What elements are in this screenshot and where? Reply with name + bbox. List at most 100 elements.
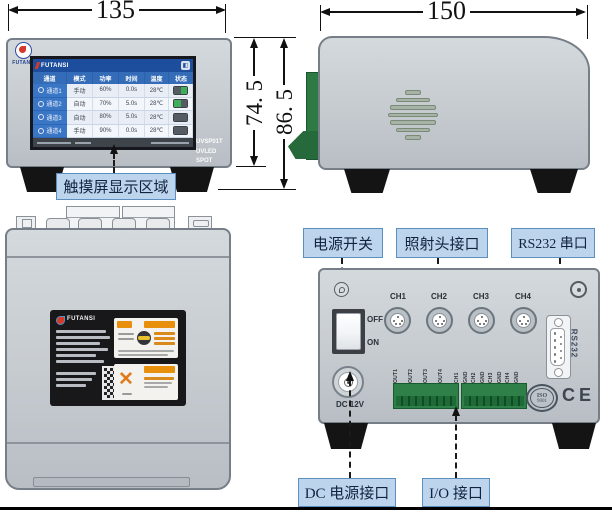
col-header-temp: 温度	[145, 72, 169, 84]
label-brand: FUTANSI	[67, 316, 96, 322]
callout-arrowhead-icon	[346, 371, 354, 381]
screen-row-3: 通道3 自动 80% 5.0s 28℃	[33, 111, 193, 125]
toggle-icon	[173, 99, 188, 109]
power-cell: 70%	[93, 97, 119, 111]
link-icon	[38, 100, 45, 107]
temp-cell: 28℃	[145, 124, 169, 138]
callout-arrowhead-icon	[452, 406, 460, 416]
vent-slat	[405, 90, 421, 95]
power-cell: 60%	[93, 84, 119, 98]
ch1-label: CH1	[389, 292, 406, 301]
screen-row-2: 通道2 自动 70% 5.0s 28℃	[33, 97, 193, 111]
sticker-text-line	[154, 337, 175, 340]
ext-line	[8, 4, 10, 31]
brand-logo-icon	[15, 42, 32, 59]
screen-status-bar	[33, 138, 193, 147]
dim-arrow-icon	[250, 38, 258, 48]
head-connector-ch2	[426, 307, 453, 334]
mode-cell: 手动	[67, 84, 93, 98]
label-text-line	[56, 372, 96, 375]
mode-cell: 自动	[67, 111, 93, 125]
io-pin-labels: OUT1 OUT2 OUT3 OUT4 CH1 GND CH2 GND CH3 …	[393, 356, 527, 383]
pin-out1: OUT1	[393, 368, 399, 383]
callout-arrow-line	[113, 153, 115, 173]
figure-bottom-rule	[0, 507, 612, 510]
link-icon	[38, 114, 45, 121]
pin-gnd: GND	[480, 371, 486, 383]
callout-arrowhead-icon	[110, 144, 118, 154]
callout-arrow-line	[349, 380, 351, 478]
power-cell: 80%	[93, 111, 119, 125]
status-cell	[169, 124, 193, 138]
switch-off-label: OFF	[367, 315, 383, 324]
time-cell: 0.0s	[119, 84, 145, 98]
label-logo-icon	[56, 316, 65, 325]
ch2-label: CH2	[430, 292, 447, 301]
switch-on-label: ON	[367, 338, 379, 347]
screw-icon	[334, 282, 349, 297]
ch4-label: CH4	[514, 292, 531, 301]
status-text-line	[75, 141, 91, 144]
label-text-line	[56, 330, 106, 333]
sticker-header-bar	[144, 321, 175, 328]
vent-slat	[390, 105, 436, 110]
screen-settings-icon: ◧	[181, 61, 190, 70]
status-cell	[169, 84, 193, 98]
time-cell: 0.0s	[119, 124, 145, 138]
uv-goggles-face-icon	[137, 331, 151, 345]
ce-mark: CE	[562, 385, 596, 405]
col-header-channel: 通道	[33, 72, 67, 84]
dim-arrow-icon	[250, 156, 258, 166]
col-header-status: 状态	[174, 76, 187, 83]
label-text-line	[56, 360, 104, 363]
dc-power-jack	[332, 366, 364, 398]
warning-sticker-caution: ✕	[114, 364, 178, 400]
pin-out3: OUT3	[423, 368, 429, 383]
sticker-text-line	[122, 393, 132, 395]
ext-line	[234, 37, 296, 39]
side-foot-right	[530, 169, 578, 193]
dim-arrow-icon	[320, 8, 330, 16]
label-text-line	[56, 354, 96, 357]
product-label: FUTANSI	[50, 310, 186, 406]
back-foot-left	[324, 423, 368, 449]
label-text-line	[56, 336, 110, 339]
time-cell: 5.0s	[119, 111, 145, 125]
dim-arrow-icon	[216, 6, 226, 14]
pin-ch2: CH2	[471, 372, 477, 383]
rs232-panel-label: RS232	[569, 328, 579, 359]
dim-arrow-icon	[576, 8, 586, 16]
dim-front-width: 135	[92, 0, 139, 23]
time-cell: 5.0s	[119, 97, 145, 111]
col-header-mode: 模式	[67, 72, 93, 84]
ext-line	[218, 189, 296, 191]
sticker-text-line	[118, 350, 174, 352]
pin-ch4: CH4	[505, 372, 511, 383]
sticker-text-line	[118, 354, 168, 356]
col-header-time: 时间	[119, 72, 145, 84]
temp-cell: 28℃	[145, 97, 169, 111]
vent-slat	[388, 112, 438, 118]
toggle-icon	[173, 85, 188, 95]
vent-slat	[396, 127, 430, 133]
head-connector-ch4	[510, 307, 537, 334]
head-connector-ch1	[384, 307, 411, 334]
head-connector-ch3	[468, 307, 495, 334]
pin-out2: OUT2	[408, 368, 414, 383]
label-text-line	[56, 384, 86, 387]
sticker-text-line	[144, 377, 174, 380]
sticker-text-line	[144, 382, 172, 384]
ext-line	[225, 4, 227, 33]
screen-row-4: 通道4 手动 90% 0.0s 28℃	[33, 124, 193, 138]
link-icon	[38, 87, 45, 94]
sticker-text-line	[118, 338, 134, 340]
pin-ch1: CH1	[454, 372, 460, 383]
channel-cell: 通道1	[33, 84, 67, 98]
pin-ch3: CH3	[488, 372, 494, 383]
callout-touchscreen: 触摸屏显示区域	[56, 173, 176, 200]
back-foot-right	[552, 423, 596, 449]
sticker-text-line	[144, 386, 168, 388]
iso-seal: ISO 9001	[526, 384, 558, 412]
screen-row-1: 通道1 手动 60% 0.0s 28℃	[33, 84, 193, 98]
